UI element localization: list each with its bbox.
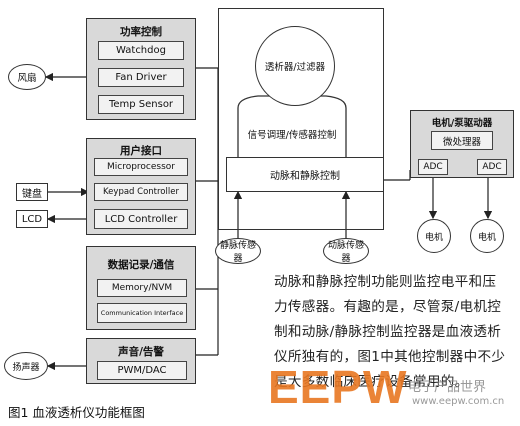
power-control-title: 功率控制 [120, 26, 162, 38]
power-control-panel: 功率控制 Watchdog Fan Driver Temp Sensor [86, 18, 196, 120]
data-logging-panel: 数据记录/通信 Memory/NVM Communication Interfa… [86, 246, 196, 330]
pwm-dac-block: PWM/DAC [97, 361, 187, 380]
watermark-text: 电子产品世界 [408, 380, 487, 395]
paragraph-line-5: 是大多数临床医疗设备常用的。 [274, 374, 469, 390]
lcd-node: LCD [16, 210, 48, 228]
watermark-logo: EEPW [268, 361, 408, 413]
fan-driver-block: Fan Driver [98, 68, 184, 87]
user-interface-title: 用户接口 [120, 145, 162, 157]
lcd-controller-block: LCD Controller [94, 209, 188, 229]
paragraph-line-2: 力传感器。有趣的是，尽管泵/电机控 [274, 299, 502, 315]
paragraph-line-3: 制和动脉/静脉控制监控器是血液透析 [274, 324, 502, 340]
signal-conditioning-label: 信号调理/传感器控制 [247, 130, 337, 141]
motor-right-node: 电机 [470, 219, 504, 253]
data-logging-title: 数据记录/通信 [107, 259, 175, 271]
paragraph-line-4: 仪所独有的，图1中其他控制器中不少 [274, 349, 506, 365]
speaker-node: 扬声器 [4, 352, 48, 380]
figure-caption: 图1 血液透析仪功能框图 [8, 405, 145, 420]
artery-sensor-node: 动脉传感器 [323, 238, 369, 264]
motor-pump-title: 电机/泵驱动器 [431, 118, 493, 129]
description-paragraph: 动脉和静脉控制功能则监控电平和压 力传感器。有趣的是，尽管泵/电机控 制和动脉/… [274, 270, 520, 395]
artery-vein-control-label: 动脉和静脉控制 [270, 171, 340, 182]
user-interface-panel: 用户接口 Microprocessor Keypad Controller LC… [86, 138, 196, 235]
adc-right-block: ADC [477, 159, 507, 175]
watermark-url: www.eepw.com.cn [412, 396, 505, 407]
alarm-panel: 声音/告警 PWM/DAC [86, 338, 196, 384]
communication-interface-block: Communication Interface [97, 303, 187, 323]
keypad-controller-block: Keypad Controller [94, 183, 188, 201]
keyboard-node: 键盘 [16, 183, 48, 201]
watchdog-block: Watchdog [98, 41, 184, 60]
temp-sensor-block: Temp Sensor [98, 95, 184, 114]
memory-block: Memory/NVM [97, 279, 187, 297]
center-frame [218, 8, 384, 230]
adc-left-block: ADC [418, 159, 448, 175]
paragraph-line-1: 动脉和静脉控制功能则监控电平和压 [274, 274, 497, 290]
fan-node: 风扇 [8, 64, 46, 90]
motor-left-node: 电机 [417, 219, 451, 253]
motor-microprocessor-block: 微处理器 [431, 131, 493, 150]
vein-sensor-node: 静脉传感器 [215, 238, 261, 264]
dialyzer-filter-node: 透析器/过滤器 [255, 26, 335, 106]
alarm-title: 声音/告警 [118, 346, 164, 358]
artery-vein-control-block: 动脉和静脉控制 [226, 157, 384, 192]
motor-pump-panel: 电机/泵驱动器 微处理器 ADC ADC [410, 110, 514, 178]
microprocessor-block: Microprocessor [94, 158, 188, 176]
